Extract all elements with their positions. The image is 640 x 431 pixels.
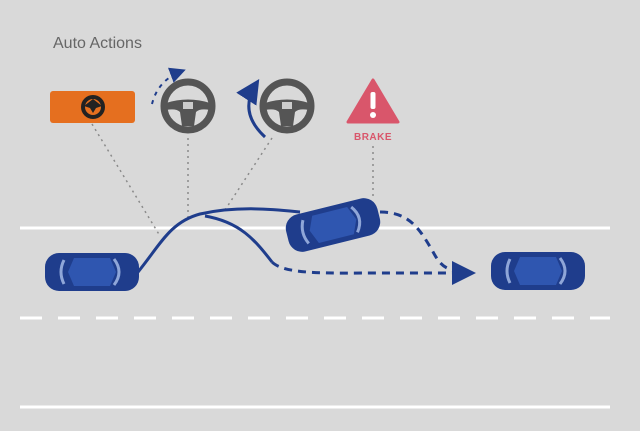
warning-triangle-icon: [346, 78, 400, 124]
car-end: [489, 250, 587, 292]
brake-path-dashed: [379, 210, 471, 274]
diagram-title: Auto Actions: [53, 35, 142, 52]
car-swerving: [281, 193, 385, 257]
leader-lines: [91, 123, 374, 237]
nudge-arrow-icon: [151, 67, 186, 105]
steering-wheel-icon: [164, 82, 212, 130]
rotation-arrow-icon: [236, 78, 267, 139]
brake-label: BRAKE: [354, 132, 392, 143]
swerve-path: [136, 207, 301, 273]
return-path: [204, 214, 274, 263]
steering-wheel-icon: [263, 82, 311, 130]
car-start: [43, 251, 141, 293]
steering-warning-icon: [50, 91, 135, 123]
planned-path-dashed: [270, 260, 476, 285]
